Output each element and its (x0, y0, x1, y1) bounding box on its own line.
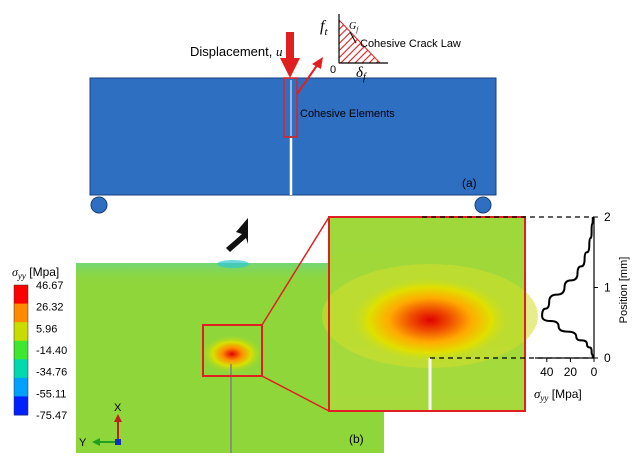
panel-b: σyy [Mpa] 46.67 26.32 5.96 -14.40 -34.76 -55.… (12, 210, 630, 453)
colorbar-tick-label: -14.40 (36, 345, 67, 357)
panel-a-tag: (a) (462, 176, 477, 190)
colorbar-swatch (14, 396, 28, 416)
colorbar (13, 284, 29, 416)
displacement-arrow (280, 32, 300, 78)
gf-label: Gf (349, 21, 359, 34)
colorbar-swatch (14, 377, 28, 397)
colorbar-tick-label: 46.67 (36, 280, 64, 292)
panel-a: Displacement, u Cohesive Elements (a) ft… (89, 14, 497, 214)
colorbar-title: σyy [Mpa] (12, 265, 59, 281)
zoom-connector-top (261, 216, 330, 326)
zoom-region-box (202, 324, 263, 377)
profile-curve (541, 216, 594, 359)
profile-x-tick-label: 20 (564, 365, 578, 379)
profile-plot: 40 20 0 0 1 2 (535, 210, 611, 379)
zoom-hotspot (348, 276, 512, 364)
zoom-connector-bottom (261, 375, 330, 412)
profile-y-tick-label: 2 (604, 210, 611, 224)
crack-law-title: Cohesive Crack Law (360, 38, 461, 50)
crack-law-origin: 0 (330, 64, 336, 76)
gf-pointer (349, 31, 357, 44)
delta-f-label: δf (356, 65, 367, 83)
stress-field-top-band (76, 263, 384, 285)
profile-x-ticks: 40 20 0 (540, 358, 598, 379)
profile-x-tick-label: 0 (591, 365, 598, 379)
colorbar-tick-label: -34.76 (36, 367, 67, 379)
axis-triad (92, 414, 122, 446)
cohesive-elements-box (283, 77, 298, 138)
left-support (90, 196, 108, 214)
colorbar-tick-label: 5.96 (36, 323, 57, 335)
transition-arrow (226, 218, 248, 252)
colorbar-tick-label: -75.47 (36, 410, 67, 422)
colorbar-swatch (14, 359, 28, 379)
colorbar-frame (13, 284, 29, 416)
axis-x-label: X (114, 402, 122, 414)
colorbar-swatch (14, 340, 28, 360)
colorbar-swatch (14, 303, 28, 323)
stress-field-hotspot (200, 334, 264, 374)
profile-y-ticks: 0 1 2 (594, 210, 611, 365)
ft-label: ft (320, 18, 328, 38)
colorbar-tick-label: 26.32 (36, 302, 64, 314)
axis-y-label: Y (79, 437, 87, 449)
panel-b-tag: (b) (349, 432, 364, 446)
colorbar-swatch (14, 322, 28, 342)
profile-y-tick-label: 0 (604, 351, 611, 365)
stress-field-top-spot (217, 260, 249, 268)
profile-y-tick-label: 1 (604, 281, 611, 295)
displacement-label: Displacement, u (190, 44, 283, 59)
profile-x-tick-label: 40 (540, 365, 554, 379)
colorbar-tick-label: -55.11 (36, 388, 66, 400)
cohesive-elements-label: Cohesive Elements (300, 108, 395, 120)
crack-law-pointer (296, 63, 319, 95)
profile-y-label: Position [mm] (618, 257, 630, 324)
colorbar-ticks: 46.67 26.32 5.96 -14.40 -34.76 -55.11 -75.47 (36, 280, 67, 422)
crack-law-pointer-head (312, 57, 323, 69)
profile-x-label: σyy [Mpa] (534, 386, 582, 403)
right-support (474, 196, 492, 214)
crack-law-inset: ft Gf Cohesive Crack Law 0 δf (320, 14, 461, 83)
colorbar-swatch (14, 285, 28, 305)
